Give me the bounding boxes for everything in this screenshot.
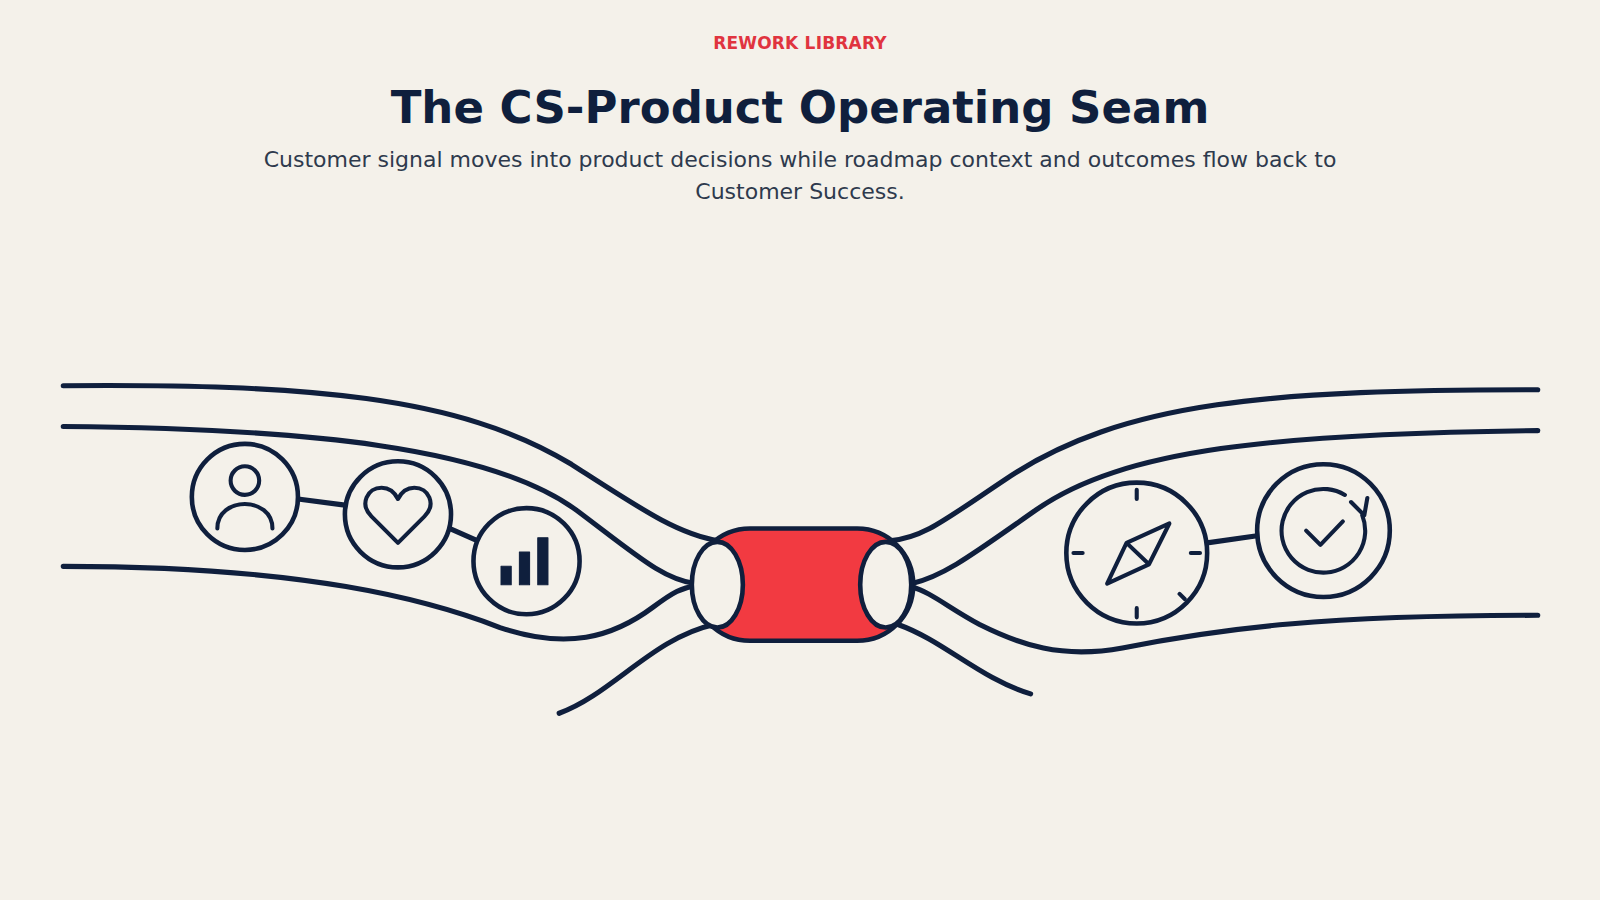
flow-line (890, 390, 1538, 541)
icon-link (298, 499, 345, 505)
flow-line (898, 624, 1031, 693)
flow-line (559, 624, 714, 713)
icon-link (450, 529, 476, 540)
icon-link (1207, 536, 1257, 543)
seam-capsule (692, 529, 913, 641)
flow-line (63, 427, 696, 584)
page-title: The CS-Product Operating Seam (0, 80, 1600, 136)
compass-icon (1073, 490, 1200, 618)
person-icon (231, 466, 260, 495)
icon-circle (1066, 483, 1207, 624)
capsule-opening (692, 542, 743, 628)
check-cycle-icon (1351, 498, 1367, 515)
flow-line (911, 587, 1538, 652)
flow-line (911, 431, 1538, 584)
icon-circle (1257, 464, 1390, 597)
page-caption: Customer signal moves into product decis… (250, 144, 1350, 208)
check-cycle-icon (1306, 521, 1343, 544)
icon-circle (473, 508, 579, 614)
person-icon (217, 504, 272, 528)
flow-lines (63, 386, 1537, 714)
bar-icon (519, 552, 529, 585)
icon-circle (345, 461, 451, 567)
capsule-opening (860, 542, 911, 628)
icon-circle (192, 444, 298, 550)
flow-line (63, 566, 696, 639)
icon-glyphs (217, 466, 1367, 617)
bar-icon (501, 566, 511, 584)
eyebrow-label: REWORK LIBRARY (0, 33, 1600, 53)
icon-circles (192, 444, 1390, 624)
heart-icon (365, 488, 430, 543)
bar-icon (538, 538, 548, 585)
compass-icon (1107, 523, 1169, 583)
